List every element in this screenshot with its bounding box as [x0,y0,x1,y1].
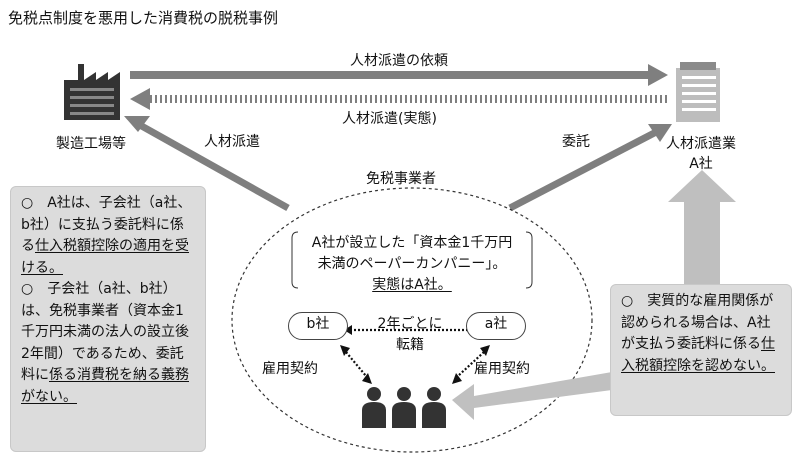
right-info-underlined: 仕入税額控除を認めない。 [621,336,775,374]
factory-icon [64,64,120,120]
employment-arrow-left [340,345,372,384]
paper-company-line2: 未満のペーパーカンパニー」。 [317,256,507,272]
bullet-marker: ○ [621,293,634,309]
left-info-para1: ○ A社は、子会社（a社、b社）に支払う委託料に係る仕入税額控除の適用を受ける。 [21,193,195,279]
dispatch-arrow [124,116,290,212]
exempt-business-label: 免税事業者 [366,171,436,187]
agency-label-line1: 人材派遣業 [666,136,736,152]
left-info-para2-underlined: 係る消費税を納る義務がない。 [21,367,189,405]
agency-label: 人材派遣業 A社 [656,133,746,173]
right-info-para: ○ 実質的な雇用関係が認められる場合は、A社が支払う委託料に係る仕入税額控除を認… [621,291,781,377]
right-info-text: 実質的な雇用関係が認められる場合は、A社が支払う委託料に係る [621,293,774,352]
factory-label: 製造工場等 [56,136,126,152]
request-arrow [130,64,668,86]
transfer-label-line2: 転籍 [396,337,424,353]
left-info-para1-underlined: 仕入税額控除の適用を受ける。 [21,238,189,276]
company-a-node: a社 [466,312,526,340]
entrust-label: 委託 [562,134,590,150]
agency-label-line2: A社 [689,156,713,172]
paper-company-line1: A社が設立した「資本金1千万円 [311,235,513,251]
paper-company-note: A社が設立した「資本金1千万円 未満のペーパーカンパニー」。 実態はA社。 [296,233,528,296]
transfer-label-line1: 2年ごとに [377,316,443,332]
paper-company-line3: 実態はA社。 [372,277,452,293]
building-icon [676,62,720,122]
left-info-para2-text: 子会社（a社、b社）は、免税事業者（資本金1千万円未満の法人の設立後2年間）であ… [21,281,189,383]
company-b-node: b社 [288,312,348,340]
request-label: 人材派遣の依頼 [350,53,448,69]
up-arrow [668,170,736,290]
exempt-business-group [231,187,593,453]
dispatch-label: 人材派遣 [204,134,260,150]
bullet-marker: ○ [21,195,34,211]
employment-left-label: 雇用契約 [262,361,318,377]
left-info-para2: ○ 子会社（a社、b社）は、免税事業者（資本金1千万円未満の法人の設立後2年間）… [21,279,195,408]
workers-arrow [452,372,612,420]
transfer-label: 2年ごとに 転籍 [360,314,460,356]
right-info-box: ○ 実質的な雇用関係が認められる場合は、A社が支払う委託料に係る仕入税額控除を認… [610,284,792,416]
employment-right-label: 雇用契約 [474,361,530,377]
actual-dispatch-arrow [130,88,668,110]
entrust-arrow [508,124,672,212]
bullet-marker: ○ [21,281,34,297]
workers-icon [362,387,446,428]
left-info-para1-text: A社は、子会社（a社、b社）に支払う委託料に係る [21,195,192,254]
diagram-title: 免税点制度を悪用した消費税の脱税事例 [8,9,279,27]
left-info-box: ○ A社は、子会社（a社、b社）に支払う委託料に係る仕入税額控除の適用を受ける。… [10,186,206,452]
employment-arrow-right [452,345,490,384]
actual-dispatch-label: 人材派遣(実態) [342,111,437,127]
